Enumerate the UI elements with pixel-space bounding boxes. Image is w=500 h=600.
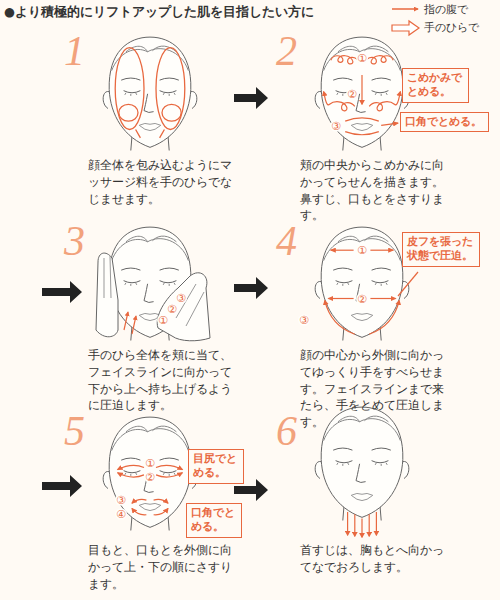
callout-number: ① bbox=[157, 315, 169, 326]
step-number: 5 bbox=[64, 410, 85, 452]
palm-strokes bbox=[115, 48, 185, 138]
step-panel: 6 首すじは、胸もとへ向かってなでおろします。 bbox=[272, 412, 487, 576]
face-figure bbox=[315, 407, 409, 537]
finger-arrow-sample bbox=[392, 8, 418, 10]
face-figure bbox=[103, 37, 197, 150]
face bbox=[315, 227, 409, 340]
step-caption: 顔の中心から外側に向かってゆっくり手をすべらせます。フェイスラインまで来たら、手… bbox=[300, 347, 452, 431]
step-panel: 2 頬の中央からこめかみに向かってらせんを描きます。鼻すじ、口もとをさすります。 こ… bbox=[272, 32, 487, 224]
leader-line bbox=[398, 272, 418, 296]
callout-number: ② bbox=[144, 472, 156, 483]
step-caption: 目もと、口もとを外側に向かって上・下の順にさすります。 bbox=[88, 542, 240, 592]
step-panel: 5目もと、口もとを外側に向かって上・下の順にさすります。目尻でとめる。口角でとめ… bbox=[60, 412, 230, 592]
callout-number: ③ bbox=[115, 495, 127, 506]
step-number: 4 bbox=[276, 220, 297, 262]
face bbox=[103, 37, 197, 150]
finger-strokes bbox=[118, 465, 183, 515]
legend-text: 指の腹で bbox=[424, 2, 468, 17]
step-caption: 頬の中央からこめかみに向かってらせんを描きます。鼻すじ、口もとをさすります。 bbox=[300, 157, 452, 224]
step-panel: 3手のひら全体を頬に当て、フェイスラインに向かって下から上へ持ち上げるように圧迫… bbox=[60, 222, 230, 414]
finger-strokes bbox=[348, 512, 377, 537]
callout-number: ③ bbox=[330, 121, 342, 132]
callout-text: こめかみでとめる。 bbox=[407, 71, 464, 100]
face bbox=[315, 407, 409, 520]
diagram-title: ●より積極的にリフトアップした肌を目指したい方に bbox=[4, 4, 314, 21]
callout-text: 口角でとめる。 bbox=[191, 506, 237, 535]
step-caption: 首すじは、胸もとへ向かってなでおろします。 bbox=[300, 542, 452, 576]
callout-number: ② bbox=[166, 304, 178, 315]
finger-strokes bbox=[324, 56, 401, 135]
callout-box: 口角でとめる。 bbox=[186, 503, 242, 538]
step-panel: 1顔全体を包み込むようにマッサージ料を手のひらでなじませます。 bbox=[60, 32, 230, 207]
callout-number: ③ bbox=[175, 293, 187, 304]
callout-number: ④ bbox=[115, 509, 127, 520]
callout-text: 口角でとめる。 bbox=[405, 115, 484, 129]
flow-arrow bbox=[42, 281, 82, 303]
step-number: 1 bbox=[64, 30, 85, 72]
step-number: 6 bbox=[276, 410, 297, 452]
callout-number: ② bbox=[346, 89, 358, 100]
callout-box: 目尻でとめる。 bbox=[188, 449, 244, 484]
left-hand bbox=[96, 253, 118, 337]
step-number: 2 bbox=[276, 30, 297, 72]
callout-box: こめかみでとめる。 bbox=[402, 68, 469, 103]
callout-text: 皮フを張った状態で圧迫。 bbox=[407, 235, 475, 264]
right-hand bbox=[157, 273, 210, 341]
callout-number: ② bbox=[356, 294, 368, 305]
step-caption: 手のひら全体を頬に当て、フェイスラインに向かって下から上へ持ち上げるように圧迫し… bbox=[88, 347, 240, 414]
palm-arrow-sample bbox=[392, 21, 419, 35]
face-figure bbox=[315, 227, 409, 340]
palm-strokes bbox=[124, 312, 136, 334]
step-number: 3 bbox=[64, 220, 85, 262]
callout-box: 口角でとめる。 bbox=[400, 112, 489, 132]
callout-box: 皮フを張った状態で圧迫。 bbox=[402, 232, 480, 267]
callout-number: ① bbox=[144, 458, 156, 469]
callout-number: ① bbox=[356, 245, 368, 256]
face bbox=[315, 37, 409, 150]
legend-text: 手のひらで bbox=[424, 20, 479, 35]
finger-strokes bbox=[325, 250, 399, 334]
flow-arrow bbox=[42, 475, 82, 497]
legend-samples bbox=[392, 9, 419, 35]
flow-arrow bbox=[234, 277, 268, 299]
face bbox=[103, 417, 197, 530]
callout-number: ③ bbox=[298, 315, 310, 326]
hands bbox=[96, 253, 210, 341]
step-caption: 顔全体を包み込むようにマッサージ料を手のひらでなじませます。 bbox=[88, 157, 240, 207]
face-figure bbox=[315, 37, 409, 150]
step-panel: 4 顔の中心から外側に向かってゆっくり手をすべらせます。フェイスラインまで来たら、… bbox=[272, 222, 487, 431]
callout-number: ① bbox=[356, 53, 368, 64]
callout-text: 目尻でとめる。 bbox=[193, 452, 239, 481]
face-figure bbox=[103, 417, 197, 530]
flow-arrow bbox=[234, 87, 268, 109]
